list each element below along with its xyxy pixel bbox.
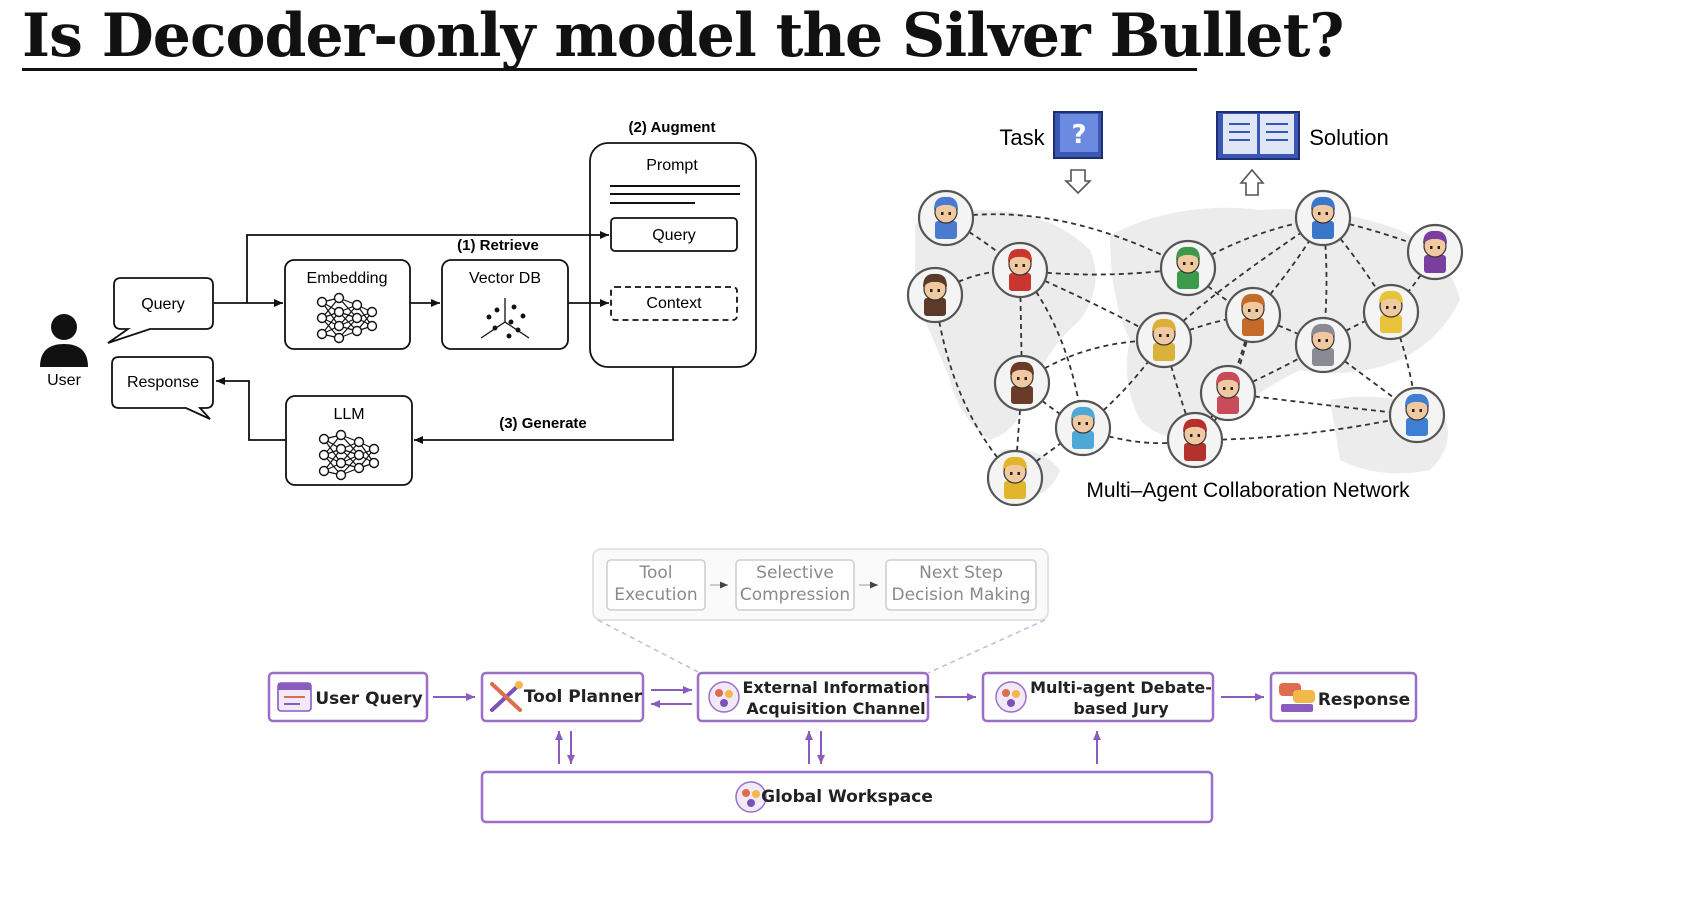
embedding-box (284, 259, 411, 350)
tool-planner-label: Tool Planner (524, 687, 643, 707)
tool-execution-line1: Tool (638, 563, 672, 583)
agent-avatar (1159, 239, 1217, 297)
agent-avatar (1224, 286, 1282, 344)
pipeline-arrows (433, 686, 1264, 764)
agent-avatar (1388, 386, 1446, 444)
title-underline (22, 68, 1197, 71)
response-label: Response (1318, 690, 1410, 710)
agent-avatar (986, 449, 1044, 507)
agent-avatar (1199, 364, 1257, 422)
query-bubble-text: Query (141, 296, 185, 313)
rag-diagram: User Query Response Embedding Vector DB … (40, 119, 757, 486)
external-info-line2: Acquisition Channel (746, 699, 925, 718)
agent-avatar (1054, 399, 1112, 457)
page-title: Is Decoder-only model the Silver Bullet? (22, 1, 1344, 71)
embedding-label: Embedding (307, 270, 388, 287)
user-query-icon (277, 682, 312, 712)
agent-avatar (1166, 411, 1224, 469)
tools-icon (490, 681, 523, 712)
next-step-line2: Decision Making (892, 585, 1031, 605)
augment-label: (2) Augment (629, 119, 716, 136)
response-bubble-text: Response (127, 374, 199, 391)
debate-jury-line1: Multi-agent Debate- (1030, 678, 1212, 697)
llm-label: LLM (333, 406, 364, 423)
agent-avatar (993, 354, 1051, 412)
agent-avatar (1135, 311, 1193, 369)
tool-execution-line2: Execution (614, 585, 697, 605)
selective-compression-line2: Compression (740, 585, 850, 605)
global-workspace-label: Global Workspace (761, 787, 933, 807)
prompt-context-slot (610, 286, 738, 321)
prompt-box (589, 142, 757, 368)
generate-label: (3) Generate (499, 415, 587, 432)
network-caption: Multi–Agent Collaboration Network (1086, 479, 1410, 502)
question-book-icon: ? (1053, 111, 1103, 159)
external-info-icon (708, 681, 740, 713)
query-bubble: Query (107, 277, 214, 344)
up-arrow-icon (1239, 168, 1265, 196)
agent-avatar (1362, 283, 1420, 341)
debate-jury-box (981, 671, 1215, 723)
retrieve-label: (1) Retrieve (457, 237, 539, 254)
user-label: User (47, 372, 81, 389)
agent-avatar (906, 266, 964, 324)
next-step-decision-step (885, 559, 1037, 611)
solution-book-icon (1216, 111, 1300, 160)
detail-connector-lines (597, 619, 1046, 674)
response-bubble: Response (111, 356, 214, 420)
multi-agent-network: Task ? Solution Multi–Agent Collaboratio… (906, 111, 1464, 507)
tool-execution-step (606, 559, 706, 611)
user-icon (40, 314, 88, 367)
next-step-line1: Next Step (919, 563, 1003, 583)
selective-compression-step (735, 559, 855, 611)
down-arrow-icon (1064, 169, 1092, 195)
global-workspace-box (480, 770, 1214, 824)
task-label: Task (999, 125, 1045, 150)
prompt-text-lines (610, 185, 740, 204)
solution-label: Solution (1309, 125, 1389, 150)
vector-db-label: Vector DB (469, 270, 541, 287)
prompt-context-label: Context (646, 295, 702, 312)
prompt-query-label: Query (652, 227, 696, 244)
prompt-label: Prompt (646, 157, 698, 174)
agent-avatar (991, 241, 1049, 299)
prompt-query-slot (610, 217, 738, 252)
selective-compression-line1: Selective (756, 563, 834, 583)
agent-avatar (917, 189, 975, 247)
agent-avatar (1294, 189, 1352, 247)
external-info-line1: External Information (742, 678, 929, 697)
rag-arrows (214, 231, 674, 444)
agent-avatar (1294, 316, 1352, 374)
user-query-label: User Query (315, 689, 422, 709)
vector-space-icon (480, 298, 530, 339)
svg-text:?: ? (1071, 120, 1086, 150)
agent-pipeline: Tool Execution Selective Compression Nex… (267, 548, 1418, 824)
debate-jury-line2: based Jury (1073, 699, 1169, 718)
external-info-box (696, 671, 930, 723)
debate-jury-icon (995, 681, 1027, 713)
response-chat-icon (1279, 683, 1315, 712)
agent-avatar (1406, 223, 1464, 281)
